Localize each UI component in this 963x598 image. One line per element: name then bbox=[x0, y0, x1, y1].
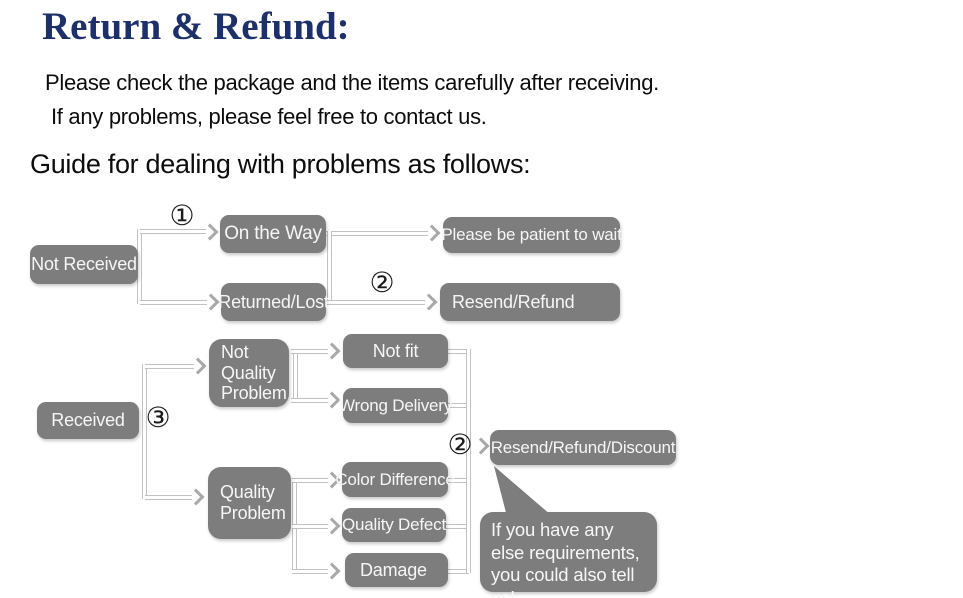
node-not-received: Not Received bbox=[30, 245, 138, 284]
arrow-right-icon bbox=[187, 488, 205, 506]
arrow-right-icon bbox=[323, 342, 341, 360]
connector-line bbox=[145, 495, 192, 500]
connector-line bbox=[446, 524, 469, 529]
connector-line bbox=[142, 364, 147, 499]
page-title: Return & Refund: bbox=[42, 5, 350, 48]
intro-line-2: If any problems, please feel free to con… bbox=[51, 104, 487, 129]
connector-line bbox=[448, 478, 469, 483]
connector-line bbox=[145, 364, 194, 369]
node-not-quality-problem: Not Quality Problem bbox=[209, 339, 289, 407]
step-marker-2: ② bbox=[369, 267, 395, 298]
note-bubble-tail bbox=[493, 466, 550, 514]
connector-line bbox=[291, 398, 328, 403]
step-marker-2b: ② bbox=[447, 429, 473, 460]
node-resend-refund: Resend/Refund bbox=[440, 283, 620, 321]
node-received: Received bbox=[37, 402, 139, 439]
node-resend-refund-discount: Resend/Refund/Discount bbox=[490, 430, 676, 465]
node-not-fit: Not fit bbox=[343, 334, 448, 368]
node-wrong-delivery: Wrong Delivery bbox=[339, 388, 452, 423]
step-marker-1: ① bbox=[169, 200, 195, 231]
node-returned-lost: Returned/Lost bbox=[218, 283, 329, 321]
arrow-right-icon bbox=[423, 224, 441, 242]
connector-line bbox=[292, 524, 328, 529]
connector-line bbox=[448, 403, 469, 408]
connector-line bbox=[448, 349, 469, 354]
arrow-right-icon bbox=[323, 562, 341, 580]
node-please-wait: Please be patient to wait bbox=[441, 217, 622, 253]
node-on-the-way: On the Way bbox=[220, 215, 326, 253]
arrow-right-icon bbox=[323, 517, 341, 535]
connector-line bbox=[140, 229, 206, 234]
arrow-right-icon bbox=[420, 293, 438, 311]
connector-line bbox=[448, 569, 469, 574]
connector-line bbox=[292, 478, 328, 483]
connector-line bbox=[292, 569, 328, 574]
arrow-right-icon bbox=[323, 391, 341, 409]
connector-line bbox=[466, 349, 471, 573]
intro-line-1: Please check the package and the items c… bbox=[45, 70, 659, 95]
node-color-difference: Color Difference bbox=[335, 462, 455, 497]
connector-line bbox=[326, 231, 428, 236]
connector-line bbox=[327, 231, 332, 302]
arrow-right-icon bbox=[201, 223, 219, 241]
arrow-right-icon bbox=[189, 357, 207, 375]
arrow-right-icon bbox=[472, 437, 490, 455]
node-quality-problem: Quality Problem bbox=[208, 467, 291, 539]
node-damage: Damage bbox=[345, 553, 448, 587]
connector-line bbox=[293, 349, 298, 402]
connector-line bbox=[140, 300, 207, 305]
guide-heading: Guide for dealing with problems as follo… bbox=[30, 149, 531, 179]
note-bubble: If you have any else requirements, you c… bbox=[480, 512, 657, 598]
connector-line bbox=[291, 349, 328, 354]
step-marker-3: ③ bbox=[145, 402, 171, 433]
connector-line bbox=[326, 300, 425, 305]
node-quality-defect: Quality Defect bbox=[342, 508, 446, 542]
arrow-right-icon bbox=[202, 293, 220, 311]
